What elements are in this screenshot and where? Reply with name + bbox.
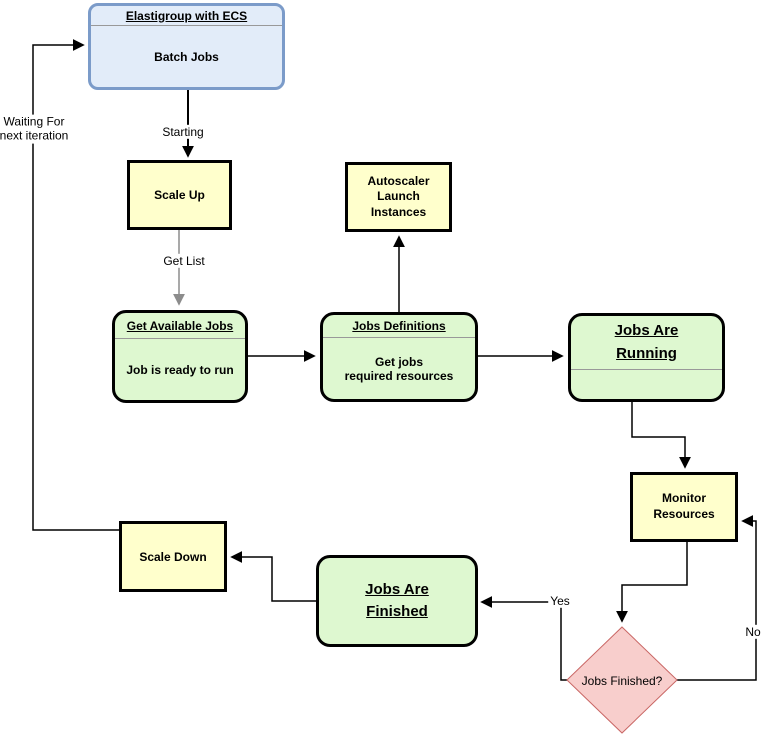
node-jobs-are-running[interactable]: Jobs Are Running <box>568 313 725 402</box>
edge-running-to-monitor <box>631 402 691 469</box>
edge-label-starting: Starting <box>160 124 206 140</box>
edge-label-no: No <box>743 624 763 640</box>
node-get-available-jobs-title: Get Available Jobs <box>115 313 245 339</box>
node-jobs-definitions[interactable]: Jobs Definitions Get jobs required resou… <box>320 312 478 402</box>
edge-decision-no-to-monitor <box>677 515 757 681</box>
edge-monitor-to-decision <box>616 542 688 623</box>
node-jobs-are-running-title: Jobs Are Running <box>571 316 722 370</box>
node-monitor-resources[interactable]: Monitor Resources <box>630 472 738 542</box>
node-scale-up[interactable]: Scale Up <box>127 160 232 230</box>
node-get-available-jobs-body: Job is ready to run <box>126 362 234 377</box>
edge-label-waiting-for-next-iteration: Waiting For next iteration <box>0 114 71 144</box>
node-autoscaler-launch-instances[interactable]: Autoscaler Launch Instances <box>345 162 452 232</box>
node-jobs-definitions-body: Get jobs required resources <box>344 354 454 383</box>
node-scale-down-label: Scale Down <box>139 549 207 564</box>
node-elastigroup-body: Batch Jobs <box>154 49 219 64</box>
node-jobs-are-finished[interactable]: Jobs Are Finished <box>316 555 478 647</box>
node-jobs-are-finished-label: Jobs Are Finished <box>365 580 429 621</box>
edge-label-get-list: Get List <box>161 253 207 269</box>
edge-finished-to-scaledown <box>230 551 316 602</box>
edge-decision-yes-to-finished <box>480 596 567 681</box>
edge-label-yes: Yes <box>548 593 572 609</box>
node-elastigroup-title: Elastigroup with ECS <box>91 6 282 26</box>
node-get-available-jobs[interactable]: Get Available Jobs Job is ready to run <box>112 310 248 403</box>
node-monitor-resources-label: Monitor Resources <box>653 491 715 521</box>
node-jobs-are-running-body <box>571 370 722 399</box>
node-autoscaler-label: Autoscaler Launch Instances <box>367 173 430 219</box>
edge-scaledown-to-batchjobs <box>32 39 119 531</box>
node-jobs-finished-decision-label: Jobs Finished? <box>581 674 663 688</box>
node-scale-up-label: Scale Up <box>154 188 205 202</box>
node-jobs-finished-decision[interactable] <box>566 626 678 734</box>
node-jobs-definitions-title: Jobs Definitions <box>323 315 475 338</box>
node-scale-down[interactable]: Scale Down <box>119 521 227 592</box>
node-elastigroup-with-ecs[interactable]: Elastigroup with ECS Batch Jobs <box>88 3 285 90</box>
